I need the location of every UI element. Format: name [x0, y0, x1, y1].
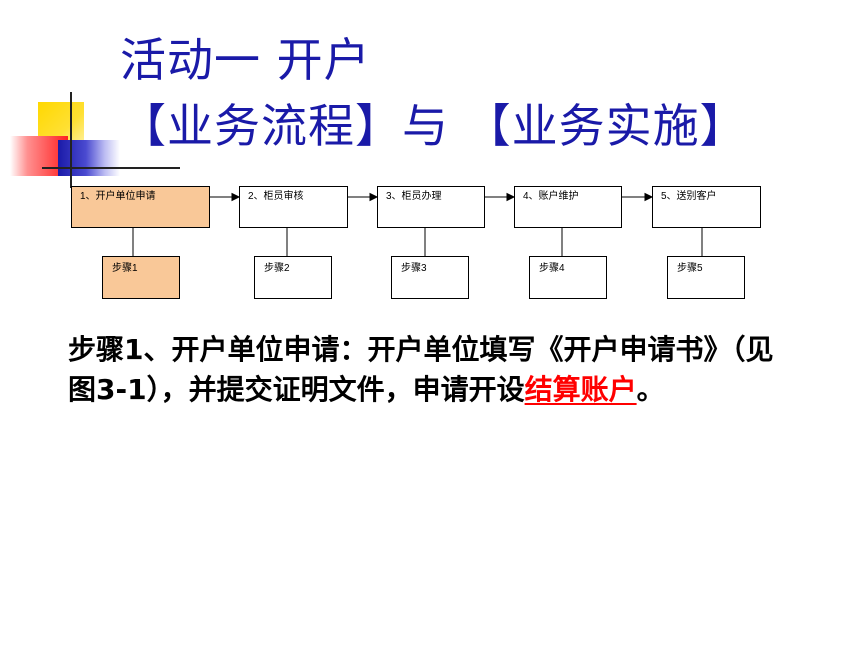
step-description-text: 步骤1、开户单位申请：开户单位填写《开户申请书》（见图3-1），并提交证明文件，… — [68, 333, 774, 406]
flow-step-3[interactable]: 步骤3 — [391, 256, 469, 299]
page-subtitle: 【业务流程】与 【业务实施】 — [120, 99, 747, 153]
flow-arrowhead-4-5 — [644, 192, 654, 202]
flow-step-5[interactable]: 步骤5 — [667, 256, 745, 299]
flow-stage-5[interactable]: 5、送别客户 — [652, 186, 761, 228]
flow-stage-label: 5、送别客户 — [661, 191, 717, 202]
flow-arrowhead-3-4 — [506, 192, 516, 202]
flow-stage-4[interactable]: 4、账户维护 — [514, 186, 622, 228]
flow-arrowhead-2-3 — [369, 192, 379, 202]
decor-blue-gradient — [58, 140, 120, 176]
flow-stage-label: 1、开户单位申请 — [80, 191, 156, 202]
flow-step-4[interactable]: 步骤4 — [529, 256, 607, 299]
settlement-account-link[interactable]: 结算账户 — [524, 373, 637, 406]
decor-vertical-line — [70, 92, 72, 188]
flow-arrowhead-1-2 — [231, 192, 241, 202]
flow-step-2[interactable]: 步骤2 — [254, 256, 332, 299]
step-description: 步骤1、开户单位申请：开户单位填写《开户申请书》（见图3-1），并提交证明文件，… — [68, 330, 788, 410]
flow-step-1[interactable]: 步骤1 — [102, 256, 180, 299]
flow-step-label: 步骤1 — [112, 263, 138, 274]
flow-stage-3[interactable]: 3、柜员办理 — [377, 186, 485, 228]
flow-step-label: 步骤4 — [539, 263, 565, 274]
flow-step-label: 步骤2 — [264, 263, 290, 274]
decor-horizontal-line — [42, 167, 180, 169]
flow-stage-label: 2、柜员审核 — [248, 191, 304, 202]
flow-stage-1[interactable]: 1、开户单位申请 — [71, 186, 210, 228]
flow-step-label: 步骤5 — [677, 263, 703, 274]
flow-stage-label: 3、柜员办理 — [386, 191, 442, 202]
flow-step-label: 步骤3 — [401, 263, 427, 274]
step-description-end: 。 — [636, 373, 665, 406]
page-title: 活动一 开户 — [120, 33, 371, 87]
flow-stage-2[interactable]: 2、柜员审核 — [239, 186, 348, 228]
flow-stage-label: 4、账户维护 — [523, 191, 579, 202]
